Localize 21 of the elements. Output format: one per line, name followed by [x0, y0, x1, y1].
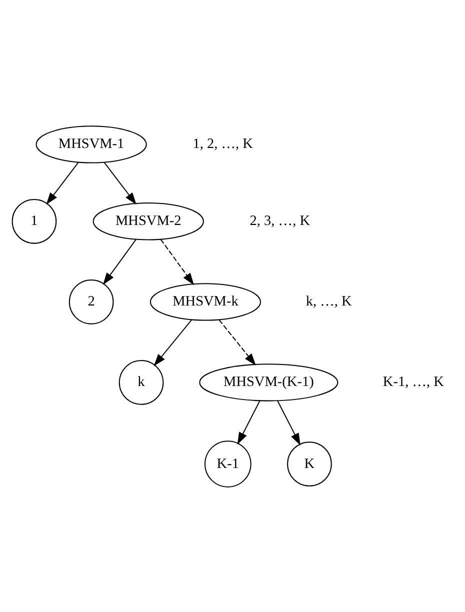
- arrow: [160, 238, 194, 285]
- arrow: [277, 400, 300, 445]
- node-circle: 1: [12, 198, 57, 244]
- node-circle: 2: [68, 279, 114, 324]
- node-ellipse: MHSVM-1: [36, 125, 147, 163]
- arrow: [218, 319, 256, 366]
- node-label: 2, 3, …, K: [250, 212, 310, 229]
- arrow: [154, 319, 192, 366]
- node-label: k, …, K: [306, 293, 352, 310]
- arrow: [237, 400, 260, 444]
- arrow: [104, 162, 136, 204]
- arrow: [46, 162, 79, 204]
- node-ellipse: MHSVM-2: [92, 202, 204, 240]
- node-circle: K: [287, 441, 332, 486]
- node-label: 1, 2, …, K: [192, 136, 253, 152]
- node-circle: k: [118, 360, 164, 404]
- node-ellipse: MHSVM-k: [150, 282, 262, 320]
- node-ellipse: MHSVM-(K-1): [199, 363, 338, 401]
- arrow: [102, 238, 136, 284]
- node-label: K-1, …, K: [382, 374, 444, 390]
- node-circle: K-1: [204, 440, 252, 487]
